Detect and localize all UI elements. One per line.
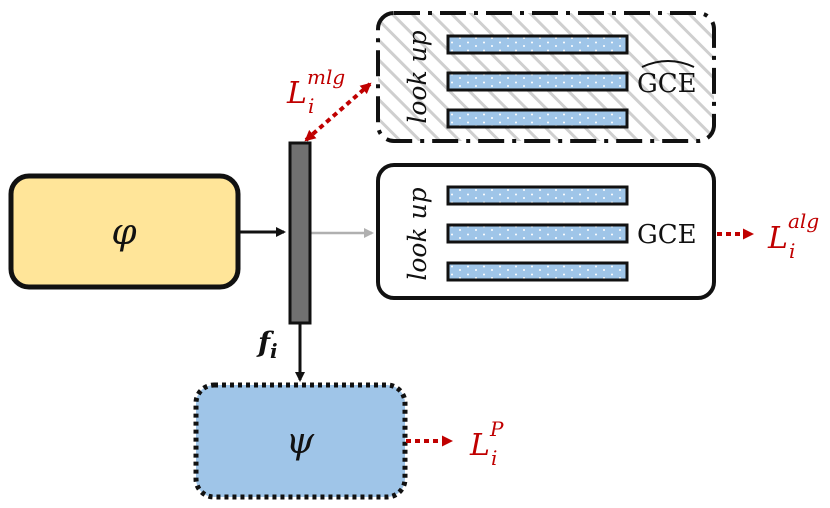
gce-hat-label: GCE — [637, 69, 697, 99]
psi-module: ψ — [193, 382, 408, 500]
embedding-bar — [446, 261, 629, 282]
embedding-bar — [446, 185, 629, 206]
lookup-label-top: look up — [403, 30, 432, 123]
gce-hat-module: look up GCE — [376, 11, 716, 143]
embedding-bar — [446, 34, 629, 55]
feature-label: fi — [256, 326, 278, 363]
psi-symbol: ψ — [286, 421, 315, 462]
phi-symbol: φ — [111, 212, 137, 253]
hat-accent — [641, 60, 695, 68]
embedding-bar — [446, 108, 629, 129]
feature-vector — [288, 141, 312, 325]
psi-box — [193, 382, 408, 500]
lookup-label-bottom: look up — [403, 187, 432, 280]
phi-module: φ — [8, 173, 241, 290]
embedding-bar — [446, 71, 629, 92]
gce-module: look up GCE — [376, 163, 716, 300]
gce-label: GCE — [637, 220, 697, 250]
embedding-bar — [446, 223, 629, 244]
mlg-loss-arrow — [304, 82, 372, 142]
